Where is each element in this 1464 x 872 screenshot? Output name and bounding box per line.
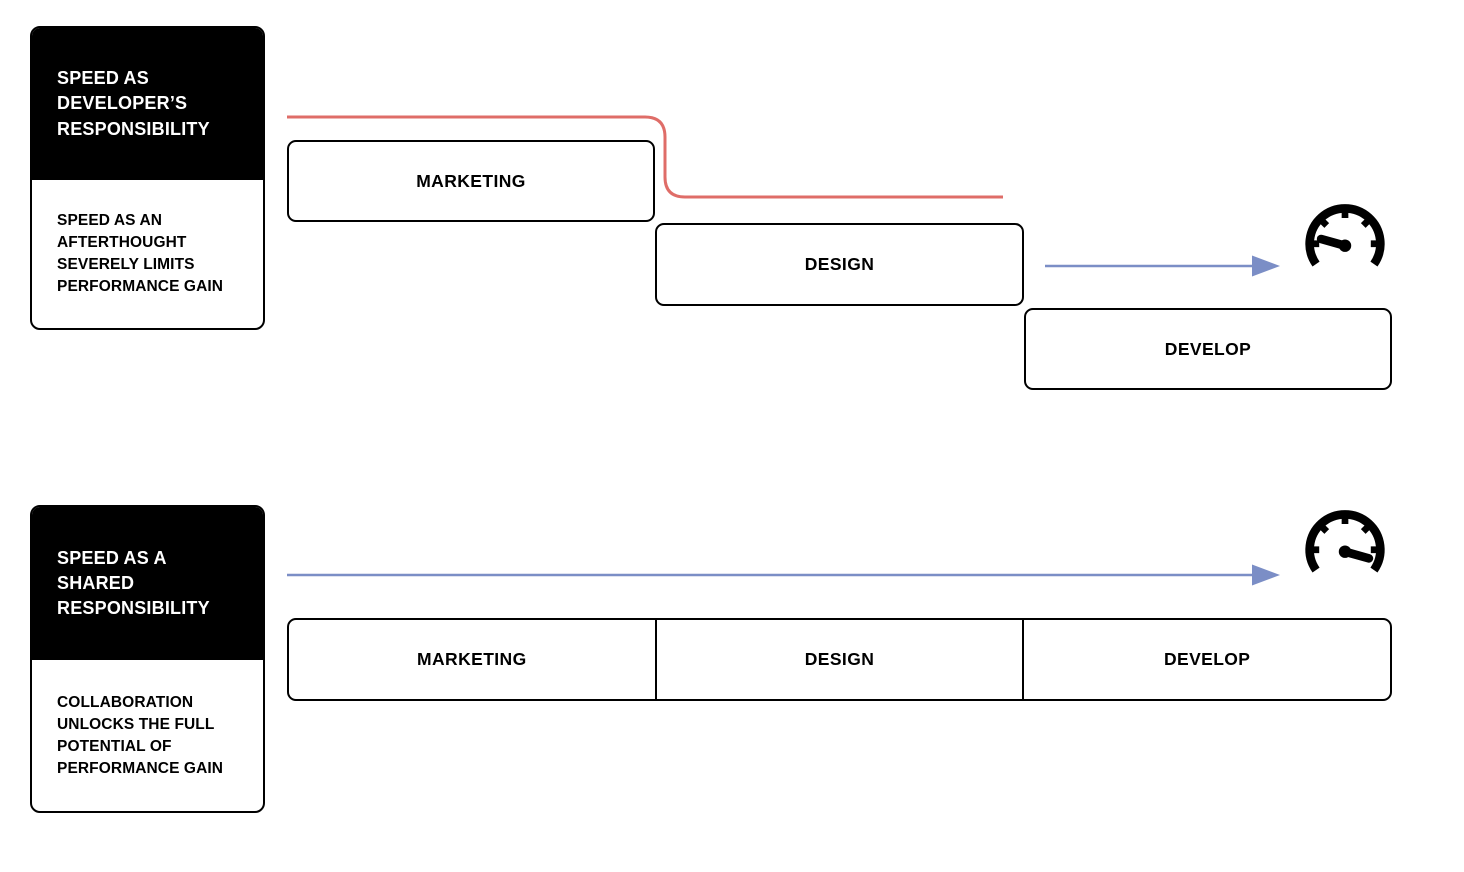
red-handoff-connector-line: [287, 115, 1003, 199]
speed-arrow-short-icon: [1045, 255, 1280, 277]
phase-cell-marketing-shared: MARKETING: [289, 620, 655, 699]
phase-box-develop-waterfall: DEVELOP: [1024, 308, 1392, 390]
waterfall-card-title: SPEED AS DEVELOPER’S RESPONSIBILITY: [57, 68, 210, 139]
phase-box-design-waterfall: DESIGN: [655, 223, 1024, 306]
shared-card-title: SPEED AS A SHARED RESPONSIBILITY: [57, 547, 210, 619]
waterfall-card-body: SPEED AS AN AFTERTHOUGHT SEVERELY LIMITS…: [32, 180, 263, 328]
speedometer-high-icon: [1305, 510, 1385, 573]
shared-phase-row: MARKETING DESIGN DEVELOP: [287, 618, 1392, 701]
shared-card-body: COLLABORATION UNLOCKS THE FULL POTENTIAL…: [32, 660, 263, 811]
shared-info-card: SPEED AS A SHARED RESPONSIBILITY COLLABO…: [30, 505, 265, 813]
phase-label: DESIGN: [804, 649, 875, 669]
phase-cell-design-shared: DESIGN: [654, 620, 1023, 699]
shared-card-subtitle: COLLABORATION UNLOCKS THE FULL POTENTIAL…: [57, 693, 224, 777]
phase-label: DESIGN: [804, 254, 875, 274]
waterfall-card-header: SPEED AS DEVELOPER’S RESPONSIBILITY: [32, 28, 263, 180]
phase-label: DEVELOP: [1164, 338, 1252, 359]
waterfall-card-subtitle: SPEED AS AN AFTERTHOUGHT SEVERELY LIMITS…: [57, 212, 224, 295]
phase-label: MARKETING: [416, 170, 526, 191]
phase-label: MARKETING: [417, 649, 527, 669]
speed-arrow-long-icon: [287, 564, 1280, 586]
speedometer-low-icon: [1305, 204, 1385, 267]
phase-box-marketing-waterfall: MARKETING: [287, 140, 655, 222]
waterfall-info-card: SPEED AS DEVELOPER’S RESPONSIBILITY SPEE…: [30, 26, 265, 330]
phase-cell-develop-shared: DEVELOP: [1022, 620, 1390, 699]
shared-card-header: SPEED AS A SHARED RESPONSIBILITY: [32, 507, 263, 660]
phase-label: DEVELOP: [1163, 649, 1251, 669]
